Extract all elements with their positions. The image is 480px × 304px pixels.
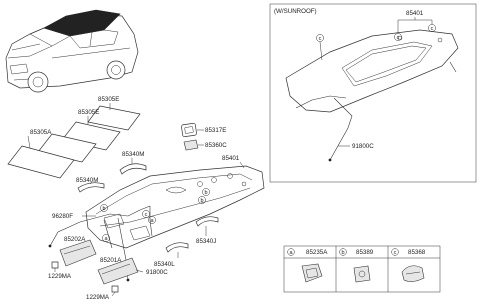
- label-1229ma-left: 1229MA: [48, 273, 72, 280]
- parts-legend: a 85235A b 85389 c 85368: [283, 245, 441, 293]
- legend-key-c: c: [394, 250, 397, 256]
- callout-a-2: a: [104, 236, 108, 242]
- legend-part-c: 85368: [408, 249, 426, 256]
- label-96280f: 96280F: [52, 213, 73, 220]
- assist-handle-rear-right: [195, 216, 219, 227]
- label-91800c-main: 91800C: [146, 269, 168, 276]
- callout-a-1: a: [150, 218, 154, 224]
- main-labels: 85305E 85305E 85305A 85317E 85360C 85340…: [30, 96, 245, 301]
- label-85340l: 85340L: [154, 261, 175, 268]
- sunroof-inset-title: (W/SUNROOF): [274, 8, 317, 15]
- assist-handle-left: [77, 182, 105, 193]
- legend-part-a: 85235A: [306, 249, 328, 256]
- label-85340m-left: 85340M: [76, 177, 98, 184]
- sunroof-callout-c-1: c: [319, 36, 322, 42]
- sunroof-callout-c-3: c: [431, 26, 434, 32]
- roof-trim-pad-1: [87, 105, 141, 131]
- label-85317e: 85317E: [205, 127, 226, 134]
- label-85305e-2: 85305E: [78, 109, 99, 116]
- roof-trim-pads: [7, 103, 141, 179]
- vehicle-illustration: [5, 9, 139, 93]
- callout-b-1: b: [204, 190, 207, 196]
- label-85360c: 85360C: [205, 142, 227, 149]
- assist-handle-rear-left: [165, 242, 189, 253]
- room-lamp-group: [181, 122, 204, 151]
- lamp-bezel: [181, 122, 197, 138]
- assist-handles: [77, 158, 219, 258]
- assist-handle-front: [119, 163, 147, 175]
- legend-icon-clip-a: [301, 263, 323, 283]
- label-85401-sunroof: 85401: [406, 10, 424, 17]
- legend-icon-clip-c: [401, 265, 425, 282]
- clip-left: [51, 261, 59, 269]
- legend-part-b: 85389: [356, 249, 374, 256]
- sunvisor-left: [59, 239, 97, 267]
- label-85201a: 85201A: [100, 257, 122, 264]
- legend-icon-clip-b: [353, 265, 371, 283]
- label-1229ma-bottom: 1229MA: [86, 294, 110, 301]
- callout-b-2: b: [200, 198, 203, 204]
- callout-c-main: c: [145, 212, 148, 218]
- label-85401-main: 85401: [222, 155, 240, 162]
- label-85202a: 85202A: [64, 236, 86, 243]
- clip-bottom: [111, 285, 119, 293]
- label-85305e-1: 85305E: [98, 96, 119, 103]
- legend-key-a: a: [289, 250, 293, 256]
- sunroof-inset: (W/SUNROOF) 85401 c c c 91800C: [269, 3, 477, 183]
- room-lamp: [183, 139, 199, 151]
- sunvisors: [51, 239, 139, 293]
- label-85340m-front: 85340M: [122, 151, 144, 158]
- roof-trim-pad-4: [7, 145, 75, 179]
- label-85340j: 85340J: [196, 238, 216, 245]
- label-85305a: 85305A: [30, 129, 52, 136]
- legend-key-b: b: [341, 250, 344, 256]
- callout-b-3: b: [102, 206, 105, 212]
- sunroof-callout-c-2: c: [397, 35, 400, 41]
- label-91800c-sunroof: 91800C: [352, 143, 374, 150]
- headlining-panel: [85, 165, 265, 249]
- callout-circles: b b b c a a: [100, 188, 210, 242]
